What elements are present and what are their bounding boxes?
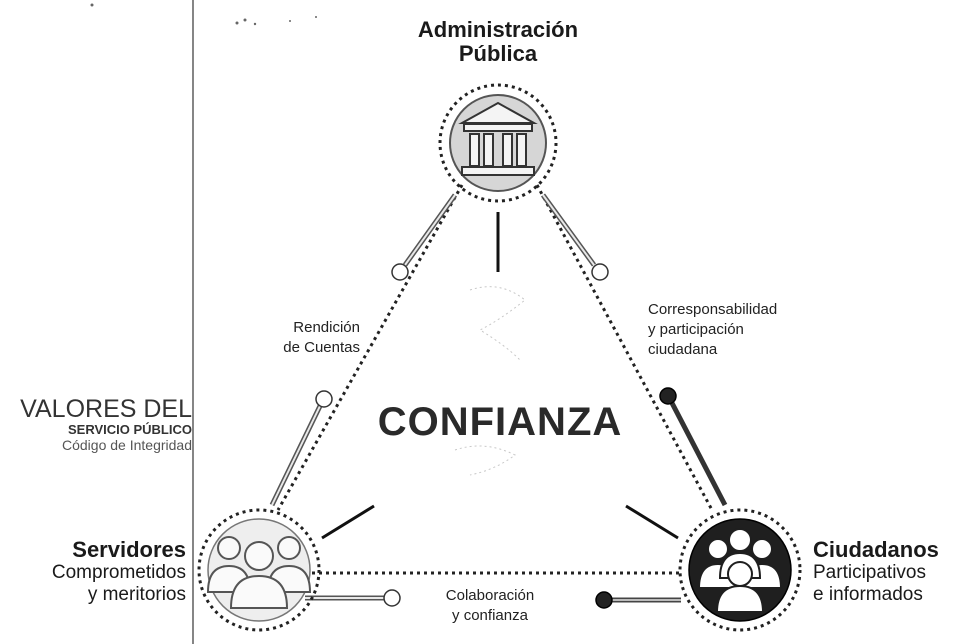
pin-top-right: [540, 193, 609, 281]
citizens-icon: [697, 528, 783, 613]
node-left-line1: Comprometidos: [51, 562, 186, 583]
node-right-title: Ciudadanos: [813, 537, 939, 562]
edge-right-line2: y participación: [648, 321, 744, 338]
edge-right-label: Corresponsabilidad y participación ciuda…: [648, 300, 848, 360]
inner-connectors: [321, 212, 679, 540]
inner-line-left: [321, 504, 375, 540]
triangle-edges: [276, 184, 714, 575]
node-left-title: Servidores: [72, 537, 186, 562]
pin-top-left: [391, 193, 458, 281]
node-right-line1: Participativos: [813, 562, 926, 583]
building-icon: [458, 101, 538, 176]
valores-line2: SERVICIO PÚBLICO: [67, 422, 192, 437]
edge-bottom-line1: Colaboración: [445, 587, 535, 604]
edge-bottom-line2: y confianza: [452, 607, 528, 624]
edge-bottom-label: Colaboración y confianza: [420, 586, 560, 626]
node-top-line1: Administración: [417, 17, 579, 42]
inner-line-right: [625, 504, 679, 540]
pins: [269, 193, 728, 609]
scan-specks: [90, 3, 317, 26]
edge-left-line2: de Cuentas: [283, 339, 360, 356]
edge-right-line1: Corresponsabilidad: [648, 301, 778, 318]
node-right-text: Ciudadanos Participativos e informados: [813, 538, 962, 606]
center-label: CONFIANZA: [377, 400, 623, 444]
edge-left-label: Rendición de Cuentas: [240, 318, 360, 358]
servers-icon: [206, 536, 312, 609]
pin-left-lower: [305, 589, 401, 607]
pin-left-upper: [269, 390, 333, 507]
node-left-text: Servidores Comprometidos y meritorios: [6, 538, 186, 606]
node-top-title: Administración Pública: [388, 18, 608, 66]
edge-right-line: [535, 184, 714, 511]
node-right-line2: e informados: [813, 584, 923, 605]
center-texture: [454, 286, 526, 476]
pin-right-upper: [659, 387, 728, 507]
node-right: [678, 508, 802, 632]
node-left: [197, 508, 321, 632]
node-top-line2: Pública: [458, 41, 538, 66]
node-left-line2: y meritorios: [87, 584, 186, 605]
pin-right-lower: [595, 591, 681, 609]
valores-block: VALORES DEL SERVICIO PÚBLICO Código de I…: [4, 396, 192, 454]
valores-line1: VALORES DEL: [20, 395, 192, 423]
valores-line3: Código de Integridad: [62, 437, 192, 453]
node-top: [438, 83, 558, 203]
edge-right-line3: ciudadana: [648, 341, 718, 358]
edge-left-line1: Rendición: [293, 319, 360, 336]
